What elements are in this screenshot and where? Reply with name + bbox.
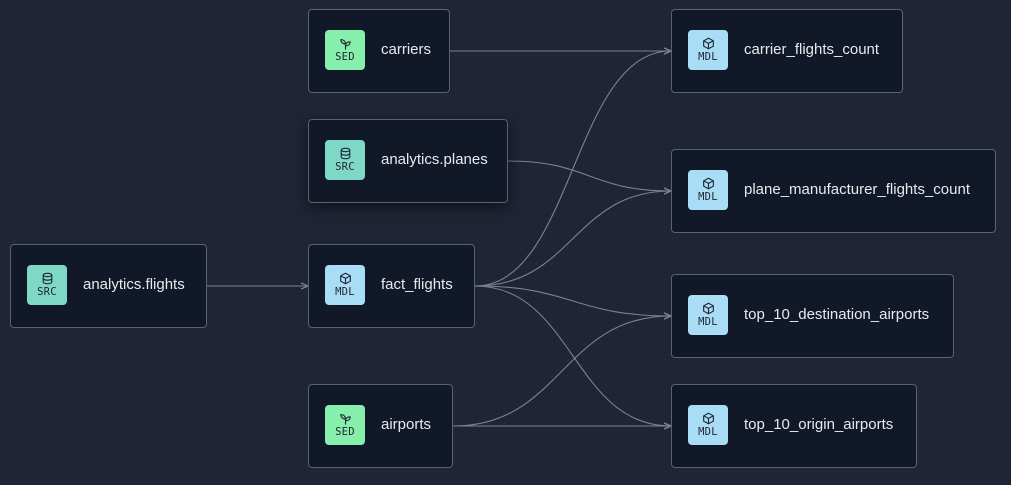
seed-badge: SED xyxy=(325,405,365,445)
badge-text: MDL xyxy=(698,316,718,328)
node-label: carriers xyxy=(381,41,432,58)
node-top-10-origin-airports[interactable]: MDL top_10_origin_airports xyxy=(671,384,917,468)
database-icon xyxy=(340,147,350,160)
model-badge: MDL xyxy=(688,170,728,210)
database-icon xyxy=(42,272,52,285)
model-badge: MDL xyxy=(688,30,728,70)
node-label: plane_manufacturer_flights_count xyxy=(744,181,970,198)
edge-analytics_planes-to-plane_manufacturer_flights_count xyxy=(507,160,671,191)
badge-text: SED xyxy=(335,51,355,63)
node-carrier-flights-count[interactable]: MDL carrier_flights_count xyxy=(671,9,903,93)
badge-text: MDL xyxy=(698,191,718,203)
cube-icon xyxy=(702,177,714,190)
node-label: airports xyxy=(381,416,432,433)
edge-fact_flights-to-plane_manufacturer_flights_count xyxy=(474,191,671,287)
source-badge: SRC xyxy=(27,265,67,305)
edge-airports-to-top_10_destination_airports xyxy=(452,316,671,427)
node-plane-manufacturer-flights-count[interactable]: MDL plane_manufacturer_flights_count xyxy=(671,149,996,233)
node-label: analytics.planes xyxy=(381,151,488,168)
badge-text: MDL xyxy=(698,51,718,63)
model-badge: MDL xyxy=(325,265,365,305)
model-badge: MDL xyxy=(688,405,728,445)
node-label: top_10_destination_airports xyxy=(744,306,930,323)
model-badge: MDL xyxy=(688,295,728,335)
node-airports[interactable]: SED airports xyxy=(308,384,453,468)
cube-icon xyxy=(339,272,351,285)
cube-icon xyxy=(702,302,714,315)
badge-text: SRC xyxy=(37,286,57,298)
cube-icon xyxy=(702,412,714,425)
node-analytics-flights[interactable]: SRC analytics.flights xyxy=(10,244,207,328)
node-label: carrier_flights_count xyxy=(744,41,880,58)
badge-text: MDL xyxy=(335,286,355,298)
node-fact-flights[interactable]: MDL fact_flights xyxy=(308,244,475,328)
seedling-icon xyxy=(339,414,351,425)
badge-text: SRC xyxy=(335,161,355,173)
node-label: fact_flights xyxy=(381,276,453,293)
edge-fact_flights-to-top_10_origin_airports xyxy=(474,285,671,426)
seed-badge: SED xyxy=(325,30,365,70)
edge-fact_flights-to-top_10_destination_airports xyxy=(474,285,671,316)
node-label: top_10_origin_airports xyxy=(744,416,894,433)
badge-text: MDL xyxy=(698,426,718,438)
badge-text: SED xyxy=(335,426,355,438)
node-top-10-destination-airports[interactable]: MDL top_10_destination_airports xyxy=(671,274,954,358)
node-label: analytics.flights xyxy=(83,276,185,293)
node-carriers[interactable]: SED carriers xyxy=(308,9,450,93)
source-badge: SRC xyxy=(325,140,365,180)
node-analytics-planes[interactable]: SRC analytics.planes xyxy=(308,119,508,203)
cube-icon xyxy=(702,37,714,50)
seedling-icon xyxy=(339,39,351,50)
